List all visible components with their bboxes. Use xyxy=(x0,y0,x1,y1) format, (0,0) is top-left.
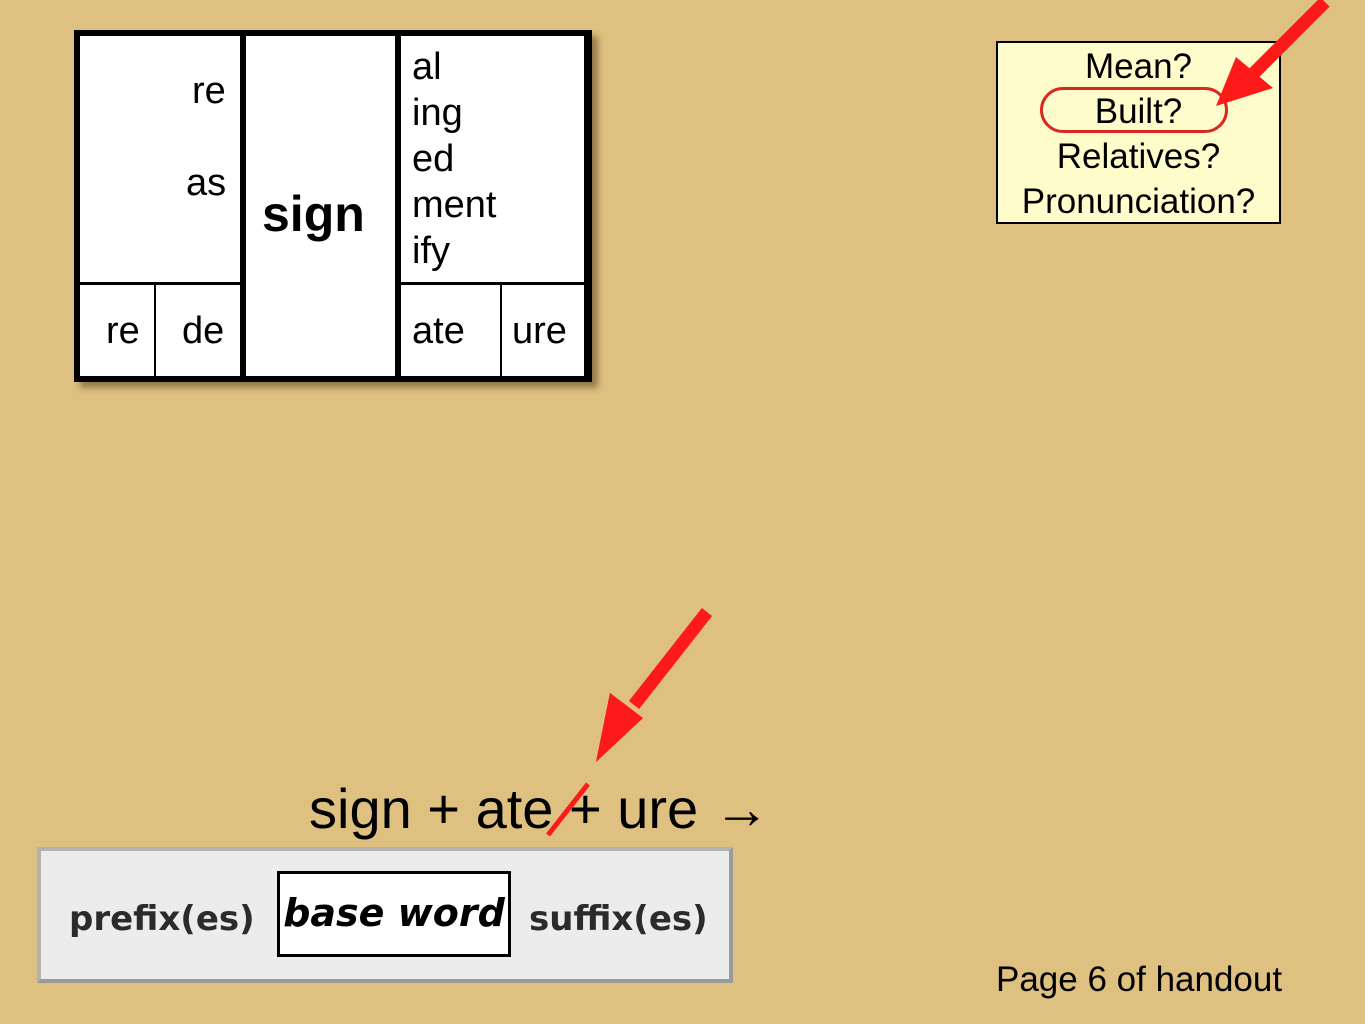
question-mean: Mean? xyxy=(1084,47,1193,86)
legend-base: base word xyxy=(283,891,505,935)
matrix-divider-bottom-suffix xyxy=(500,282,502,382)
matrix-border-left xyxy=(74,30,80,382)
question-pronunciation: Pronunciation? xyxy=(1021,182,1256,221)
matrix-divider-right xyxy=(395,30,401,382)
suffix-ment: ment xyxy=(412,184,497,226)
question-relatives: Relatives? xyxy=(1056,137,1221,176)
formula-arrow: → xyxy=(713,777,770,840)
matrix-divider-left-horizontal xyxy=(74,282,246,285)
suffix-ing: ing xyxy=(412,92,463,134)
legend-suffix: suffix(es) xyxy=(529,899,708,939)
matrix-divider-bottom-prefix xyxy=(154,282,156,382)
strike-e-icon xyxy=(546,782,590,837)
built-highlight-oval xyxy=(1040,87,1228,133)
suffix-bottom-ure: ure xyxy=(512,310,567,352)
arrow-to-ate-icon xyxy=(596,607,713,762)
matrix-border-top xyxy=(74,30,592,36)
matrix-divider-left xyxy=(240,30,246,382)
legend-prefix: prefix(es) xyxy=(69,899,255,939)
suffix-bottom-ate: ate xyxy=(412,310,465,352)
formula-suffix-ate: ate xyxy=(475,777,554,840)
formula-base: sign xyxy=(309,777,412,840)
matrix-border-right xyxy=(584,30,592,382)
question-built: Built? xyxy=(1094,92,1183,131)
prefix-bottom-de: de xyxy=(182,310,225,352)
legend-base-box: base word xyxy=(277,871,511,957)
prefix-re: re xyxy=(192,70,226,112)
suffix-ed: ed xyxy=(412,138,455,180)
formula-suffix-ure: ure xyxy=(617,777,699,840)
matrix-divider-right-horizontal xyxy=(395,282,590,285)
suffix-ify: ify xyxy=(412,230,450,272)
prefix-as: as xyxy=(186,162,227,204)
formula-plus-1: + xyxy=(427,777,460,840)
arrow-to-built-icon xyxy=(1216,0,1330,106)
base-word-sign: sign xyxy=(262,186,365,242)
matrix-border-bottom xyxy=(74,376,592,382)
prefix-bottom-re: re xyxy=(106,310,140,352)
word-matrix: re as sign al ing ed ment ify re de ate … xyxy=(74,30,592,382)
suffix-al: al xyxy=(412,46,442,88)
page-note: Page 6 of handout xyxy=(996,960,1283,999)
morpheme-legend: prefix(es) base word suffix(es) xyxy=(37,847,733,983)
